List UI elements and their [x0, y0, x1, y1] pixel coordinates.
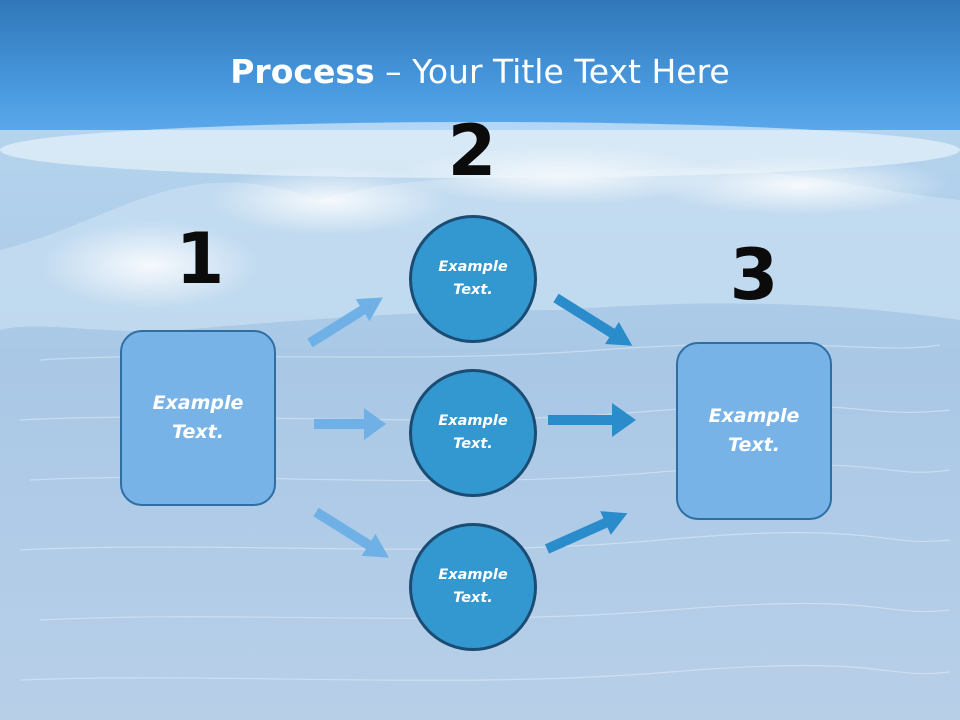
circle-middle-line1: Example — [438, 413, 508, 429]
title-rest: – Your Title Text Here — [374, 52, 730, 91]
circle-top-line1: Example — [438, 259, 508, 275]
circle-bottom-line2: Text. — [453, 590, 493, 606]
step-number-1: 1 — [175, 218, 225, 300]
step-1-box-line1: Example — [152, 392, 244, 414]
circle-bottom-line1: Example — [438, 567, 508, 583]
step-number-3: 3 — [729, 234, 779, 316]
step-number-2: 2 — [447, 110, 497, 192]
step-3-box-line1: Example — [708, 405, 800, 427]
title-bold: Process — [230, 52, 375, 91]
step-3-box-line2: Text. — [728, 434, 780, 456]
step-1-box-line2: Text. — [172, 421, 224, 443]
circle-middle-line2: Text. — [453, 436, 493, 452]
circle-top-line2: Text. — [453, 282, 493, 298]
slide-title: Process – Your Title Text Here — [0, 52, 960, 91]
